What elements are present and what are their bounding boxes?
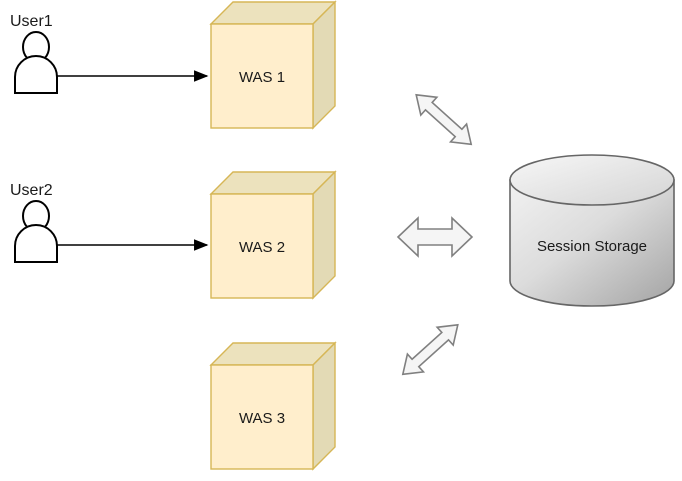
double-arrow-was2-to-storage [396,216,474,258]
cylinder-top-ellipse [509,154,675,206]
cube-front-face [210,23,314,129]
person-actor-icon-user1 [14,31,58,94]
cube-side-face [312,341,336,471]
cube-side-face [312,170,336,300]
double-arrow-was1-to-storage [415,93,473,146]
arrow-shape [401,323,459,376]
cylinder-label-session-storage: Session Storage [536,238,648,255]
actor-body-icon [14,224,58,263]
actor-body-icon [14,55,58,94]
cube-label-was2: WAS 2 [238,239,286,256]
cube-side-face [312,0,336,130]
cube-was1[interactable] [209,0,337,130]
cube-was2[interactable] [209,170,337,300]
cylinder-body [509,179,675,307]
cube-front-face [210,364,314,470]
double-arrow-was3-to-storage [401,323,459,376]
actor-label-user2: User2 [10,182,53,199]
cube-front-face [210,193,314,299]
cube-label-was1: WAS 1 [238,69,286,86]
cube-was3[interactable] [209,341,337,471]
person-actor-icon-user2 [14,200,58,263]
cylinder-session-storage[interactable] [509,154,675,307]
cube-label-was3: WAS 3 [238,410,286,427]
arrow-shape [415,93,473,146]
actor-label-user1: User1 [10,13,53,30]
arrow-shape [396,216,474,258]
